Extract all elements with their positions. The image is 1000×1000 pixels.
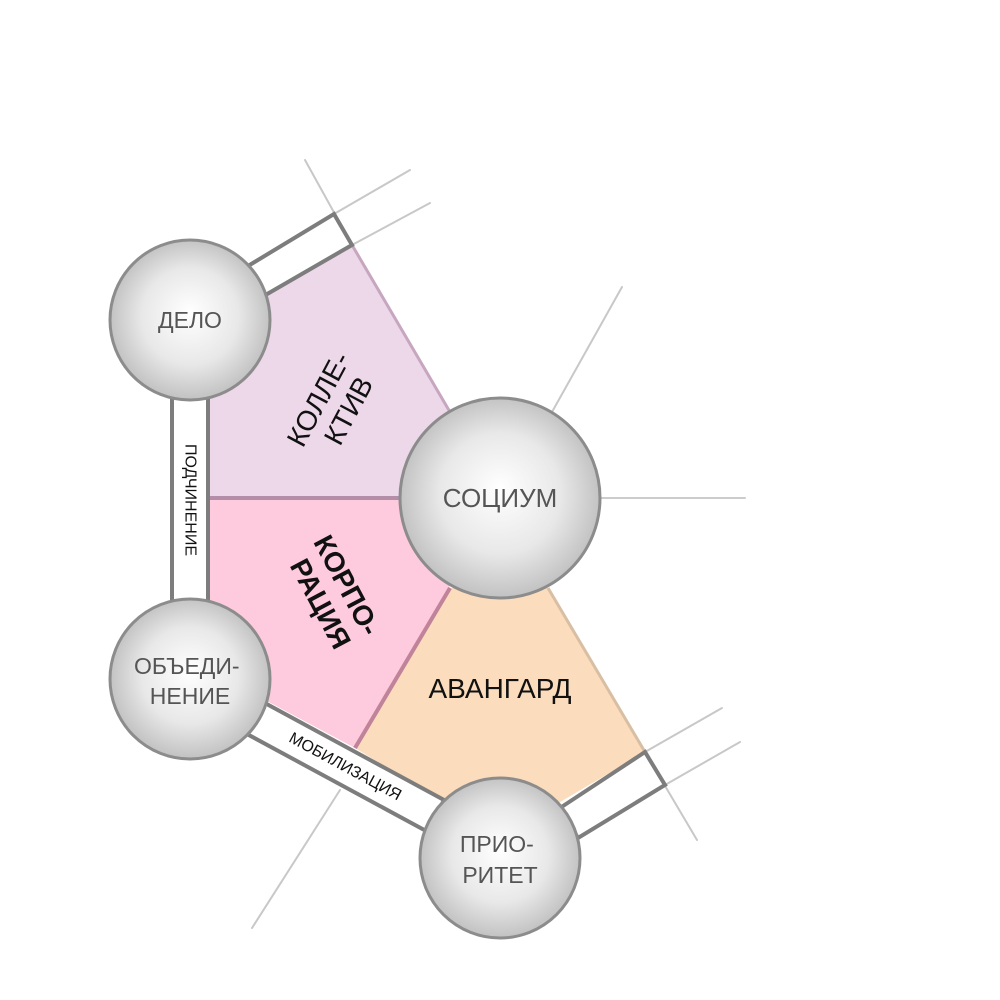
node-socium-sphere (398, 396, 602, 600)
region-label-avangard: АВАНГАРД (428, 673, 571, 704)
node-delo: ДЕЛО (108, 238, 272, 402)
guide-line (251, 789, 341, 929)
region-borders (208, 244, 647, 753)
link-label-podchinenie: ПОДЧИНЕНИЕ (182, 444, 199, 556)
node-delo-label: ДЕЛО (158, 307, 222, 333)
guide-line (644, 707, 723, 753)
guide-line (333, 169, 411, 215)
node-obedinenie-line1: ОБЪЕДИ- (134, 653, 240, 679)
region-border (546, 587, 647, 753)
guide-line (664, 741, 741, 786)
node-prioritet-line1: ПРИО- (460, 831, 534, 857)
region-border (350, 244, 452, 413)
node-obedinenie-line2: НЕНИЕ (150, 683, 230, 709)
region-avangard (355, 588, 645, 805)
guide-line (551, 286, 623, 413)
region-border (353, 586, 452, 750)
node-socium-label: СОЦИУМ (443, 483, 558, 513)
node-prioritet-line2: РИТЕТ (462, 862, 537, 888)
node-obedinenie-label: ОБЪЕДИ- НЕНИЕ (134, 653, 246, 709)
node-delo-sphere (108, 238, 272, 402)
node-socium: СОЦИУМ (398, 396, 602, 600)
node-prioritet-sphere (418, 776, 582, 940)
guide-lines (4, 159, 746, 929)
node-prioritet-label: ПРИО- РИТЕТ (460, 831, 540, 888)
node-obedinenie-sphere (108, 597, 272, 761)
node-obedinenie: ОБЪЕДИ- НЕНИЕ (108, 597, 272, 761)
guide-line (351, 202, 431, 246)
node-prioritet: ПРИО- РИТЕТ (418, 776, 582, 940)
